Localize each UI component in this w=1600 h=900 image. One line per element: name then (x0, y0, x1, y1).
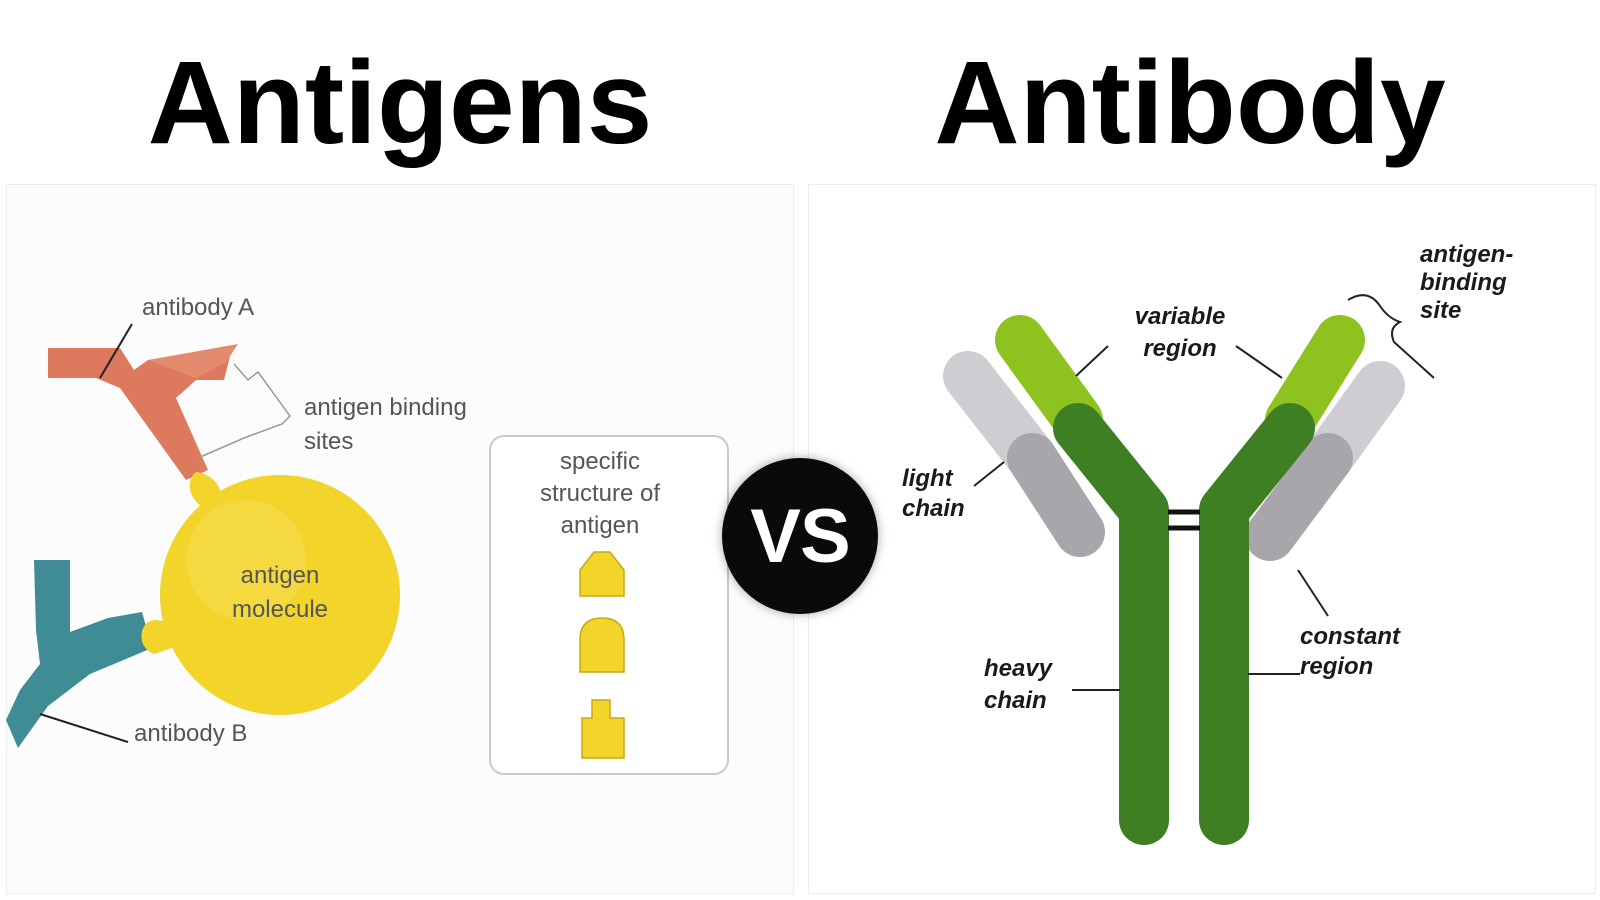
label-heavy-chain-1: heavy (984, 655, 1053, 682)
label-light-chain-2: chain (902, 495, 965, 522)
antibody-b-leader (39, 713, 129, 743)
label-constant-region-1: constant (1300, 623, 1401, 650)
constant-region-leader (1297, 569, 1329, 617)
label-antibody-a: antibody A (142, 294, 255, 321)
light-chain-leader (973, 461, 1005, 487)
variable-region-leader-right (1235, 345, 1283, 379)
label-antigen-molecule-1: antigen (240, 562, 320, 589)
label-antigen-binding-site-3: site (1420, 297, 1462, 324)
epitope-shape-pointed (579, 551, 625, 597)
antigen-binding-site-bracket (1347, 294, 1435, 379)
title-antibody: Antibody (934, 37, 1446, 169)
label-light-chain-1: light (902, 465, 953, 492)
label-antigen-binding-site-2: binding (1420, 269, 1507, 296)
epitope-shape-notched (581, 699, 625, 759)
vs-badge: VS (722, 458, 878, 614)
epitope-shape-rounded (579, 617, 625, 673)
label-variable-region-2: region (1143, 335, 1217, 362)
specific-structure-box (489, 435, 729, 775)
light-chain-right-constant (1245, 433, 1353, 561)
binding-sites-bracket (197, 363, 291, 459)
antibody-a-shape (48, 344, 238, 480)
heavy-chain-right-constant (1199, 403, 1315, 845)
light-chain-left-constant (1007, 433, 1105, 557)
antibody-a-leader (99, 323, 133, 379)
label-antigen-binding-site-1: antigen- (1420, 241, 1514, 268)
label-antigen-binding-sites-2: sites (304, 428, 354, 455)
label-variable-region-1: variable (1134, 303, 1226, 330)
antibody-diagram (943, 315, 1405, 845)
label-specific-structure-2: structure of (539, 480, 661, 507)
vs-label: VS (750, 493, 850, 579)
antigen-molecule-shape (141, 472, 400, 715)
title-antigens: Antigens (147, 37, 653, 169)
label-specific-structure-3: antigen (560, 512, 640, 539)
label-antibody-b: antibody B (134, 720, 248, 747)
variable-region-leader-left (1075, 345, 1109, 377)
label-specific-structure-1: specific (559, 448, 641, 475)
label-heavy-chain-2: chain (984, 687, 1047, 714)
label-antigen-binding-sites-1: antigen binding (304, 394, 467, 421)
heavy-chain-left-constant (1053, 403, 1169, 845)
label-antigen-molecule-2: molecule (231, 596, 329, 623)
antibody-b-shape (6, 560, 152, 748)
label-constant-region-2: region (1300, 653, 1374, 680)
